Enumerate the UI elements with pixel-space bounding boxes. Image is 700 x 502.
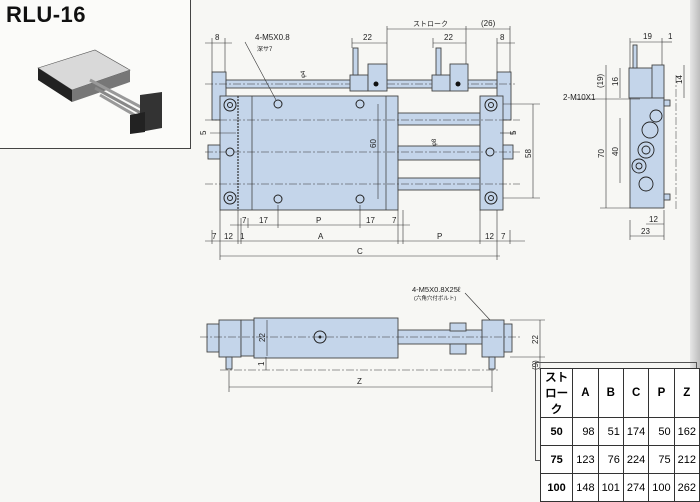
row1-7a: 7: [242, 216, 247, 225]
table-header-row: ストローク A B C P Z: [539, 368, 700, 418]
header-a: A: [572, 368, 599, 418]
row2-p: P: [437, 232, 442, 241]
cell-a: 123: [572, 445, 599, 474]
dim-stroke: ストローク: [413, 20, 448, 28]
header-b: B: [597, 368, 624, 418]
front-view: 4-M5X0.8X25ℓ (六角穴付ボルト) 22 1 22 (9) Z: [200, 285, 545, 392]
cell-a: 98: [572, 417, 599, 446]
cell-b: 51: [597, 417, 624, 446]
front-dim-1: 1: [257, 361, 266, 366]
cell-z: 262: [673, 473, 700, 502]
bolt-callout: 4-M5X0.8X25ℓ: [412, 285, 461, 294]
row1-7b: 7: [392, 216, 397, 225]
header-z: Z: [673, 368, 700, 418]
technical-drawing: 4-M5X0.8 深サ7 8 22 ストローク 22 (26) 8 φ4 φ8 …: [199, 19, 685, 392]
tap-depth-note: 深サ7: [257, 45, 273, 53]
dim-phi4: φ4: [301, 70, 307, 78]
page-edge: [690, 0, 700, 470]
side-dim-40: 40: [611, 147, 620, 156]
row1-17a: 17: [259, 216, 268, 225]
row2-7a: 7: [212, 232, 217, 241]
dim-58: 58: [524, 149, 533, 158]
dim-5-right: 5: [509, 130, 518, 135]
bolt-callout-note: (六角穴付ボルト): [414, 294, 456, 302]
cell-c: 274: [622, 473, 650, 502]
row3-c: C: [357, 247, 363, 256]
side-view: 19 1 (19) 16 14 2-M10X1 70 40 12 23: [563, 32, 685, 240]
side-dim-19p: (19): [596, 73, 605, 88]
cell-c: 174: [622, 417, 650, 446]
side-dim-70: 70: [597, 149, 606, 158]
row2-1: 1: [240, 232, 245, 241]
product-photo: [37, 49, 162, 134]
tap-callout: 4-M5X0.8: [255, 33, 290, 42]
dim-60: 60: [369, 139, 378, 148]
side-dim-1: 1: [668, 32, 673, 41]
cell-p: 100: [648, 473, 675, 502]
side-dim-23: 23: [641, 227, 650, 236]
row2-12a: 12: [224, 232, 233, 241]
side-dim-12: 12: [649, 215, 658, 224]
row2-7b: 7: [501, 232, 506, 241]
cell-c: 224: [622, 445, 650, 474]
table-row: 100 148 101 274 100 262: [539, 473, 700, 502]
cell-z: 162: [673, 417, 700, 446]
row1-17b: 17: [366, 216, 375, 225]
side-dim-14: 14: [675, 75, 684, 84]
dim-8-left: 8: [215, 33, 220, 42]
cell-a: 148: [572, 473, 599, 502]
header-stroke: ストローク: [539, 368, 574, 418]
cell-b: 76: [597, 445, 624, 474]
cell-p: 50: [648, 417, 675, 446]
table-row: 75 123 76 224 75 212: [539, 445, 700, 474]
front-dim-22-right: 22: [531, 335, 540, 344]
dim-26: (26): [481, 19, 496, 28]
header-p: P: [648, 368, 675, 418]
header-c: C: [622, 368, 650, 418]
dim-8-right: 8: [500, 33, 505, 42]
side-dim-19: 19: [643, 32, 652, 41]
side-dim-16: 16: [611, 77, 620, 86]
cell-b: 101: [597, 473, 624, 502]
dim-22-b: 22: [444, 33, 453, 42]
cell-stroke: 100: [539, 473, 574, 502]
cell-stroke: 75: [539, 445, 574, 474]
model-title: RLU-16: [6, 2, 87, 27]
dim-22-a: 22: [363, 33, 372, 42]
row1-p: P: [316, 216, 321, 225]
row2-12b: 12: [485, 232, 494, 241]
front-dim-z: Z: [357, 377, 362, 386]
dim-5-left: 5: [199, 130, 208, 135]
dimension-table: ストローク A B C P Z 50 98 51 174 50 162 75 1…: [539, 368, 700, 502]
row2-a: A: [318, 232, 324, 241]
product-header: RLU-16: [0, 0, 191, 149]
top-view: 4-M5X0.8 深サ7 8 22 ストローク 22 (26) 8 φ4 φ8 …: [199, 19, 540, 260]
table-row: 50 98 51 174 50 162: [539, 417, 700, 446]
cell-p: 75: [648, 445, 675, 474]
side-port-label: 2-M10X1: [563, 93, 596, 102]
front-dim-22-left: 22: [258, 333, 267, 342]
cell-z: 212: [673, 445, 700, 474]
dim-phi8: φ8: [432, 138, 438, 146]
cell-stroke: 50: [539, 417, 574, 446]
